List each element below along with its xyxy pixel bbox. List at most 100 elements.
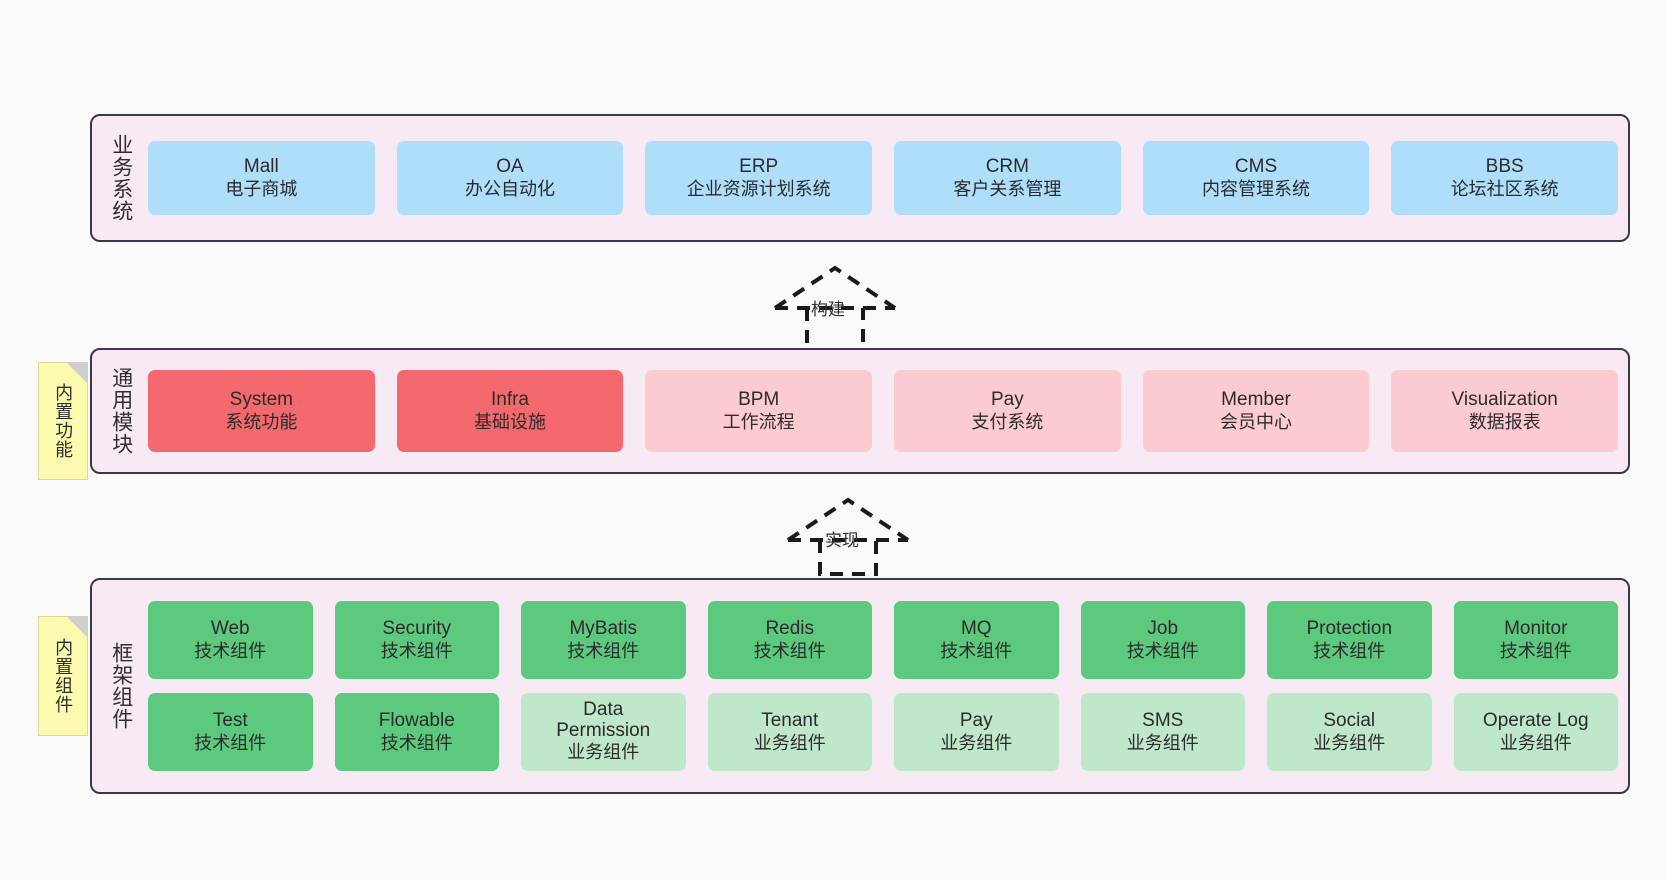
- framework-row-business: Test 技术组件 Flowable 技术组件 Data Permission …: [148, 693, 1618, 771]
- box-infra[interactable]: Infra 基础设施: [396, 370, 624, 452]
- note-builtin-component: 内置组件: [38, 616, 88, 736]
- box-infra-name: Infra: [490, 389, 530, 411]
- box-pay-module-desc: 支付系统: [971, 411, 1044, 432]
- box-mall-name: Mall: [243, 156, 279, 178]
- box-web[interactable]: Web 技术组件: [148, 601, 313, 679]
- box-member-desc: 会员中心: [1220, 411, 1293, 432]
- box-data-permission[interactable]: Data Permission 业务组件: [521, 693, 686, 771]
- box-job-desc: 技术组件: [1126, 640, 1199, 661]
- box-operate-log[interactable]: Operate Log 业务组件: [1453, 693, 1618, 771]
- box-bpm-desc: 工作流程: [722, 411, 795, 432]
- business-systems-row: Mall 电子商城 OA 办公自动化 ERP 企业资源计划系统 CRM 客户关系…: [148, 141, 1619, 215]
- note-builtin-function: 内置功能: [38, 362, 88, 480]
- box-system-name: System: [229, 389, 294, 411]
- box-test-name: Test: [212, 710, 248, 732]
- box-pay-component-desc: 业务组件: [940, 732, 1013, 753]
- box-bbs-name: BBS: [1485, 156, 1524, 178]
- box-mq-name: MQ: [960, 618, 992, 640]
- box-security-desc: 技术组件: [380, 640, 453, 661]
- box-data-permission-name: Data Permission: [556, 699, 651, 742]
- box-tenant-desc: 业务组件: [753, 732, 826, 753]
- box-flowable-name: Flowable: [378, 710, 455, 732]
- box-tenant[interactable]: Tenant 业务组件: [707, 693, 872, 771]
- box-mall[interactable]: Mall 电子商城: [148, 141, 375, 215]
- box-flowable-desc: 技术组件: [380, 732, 453, 753]
- box-pay-module[interactable]: Pay 支付系统: [894, 370, 1121, 452]
- box-bpm[interactable]: BPM 工作流程: [645, 370, 873, 452]
- box-test-desc: 技术组件: [194, 732, 267, 753]
- box-operate-log-desc: 业务组件: [1499, 732, 1572, 753]
- box-redis[interactable]: Redis 技术组件: [707, 601, 872, 679]
- box-protection-desc: 技术组件: [1313, 640, 1386, 661]
- box-bbs-desc: 论坛社区系统: [1450, 178, 1559, 199]
- box-tenant-name: Tenant: [761, 710, 819, 732]
- layer-body-business-systems: Mall 电子商城 OA 办公自动化 ERP 企业资源计划系统 CRM 客户关系…: [144, 116, 1628, 240]
- box-mall-desc: 电子商城: [225, 178, 298, 199]
- box-monitor-desc: 技术组件: [1499, 640, 1572, 661]
- box-social[interactable]: Social 业务组件: [1267, 693, 1432, 771]
- box-mq-desc: 技术组件: [940, 640, 1013, 661]
- layer-common-modules: 通用模块 System 系统功能 Infra 基础设施 BPM 工作流程 Pay: [90, 348, 1630, 474]
- layer-title-common-modules: 通用模块: [109, 367, 133, 455]
- box-bbs[interactable]: BBS 论坛社区系统: [1391, 141, 1619, 215]
- box-web-name: Web: [210, 618, 250, 640]
- layer-framework-components: 框架组件 Web 技术组件 Security 技术组件 MyBatis 技术组件…: [90, 578, 1630, 794]
- box-crm[interactable]: CRM 客户关系管理: [894, 141, 1121, 215]
- layer-body-common-modules: System 系统功能 Infra 基础设施 BPM 工作流程 Pay 支付系统…: [144, 350, 1628, 472]
- box-test[interactable]: Test 技术组件: [148, 693, 313, 771]
- box-member[interactable]: Member 会员中心: [1142, 370, 1370, 452]
- box-visualization-name: Visualization: [1451, 389, 1558, 411]
- box-security-name: Security: [382, 618, 452, 640]
- box-erp[interactable]: ERP 企业资源计划系统: [645, 141, 873, 215]
- box-oa-desc: 办公自动化: [465, 178, 555, 199]
- box-web-desc: 技术组件: [194, 640, 267, 661]
- box-visualization[interactable]: Visualization 数据报表: [1391, 370, 1619, 452]
- box-bpm-name: BPM: [738, 389, 780, 411]
- box-protection[interactable]: Protection 技术组件: [1267, 601, 1432, 679]
- box-sms-name: SMS: [1142, 710, 1184, 732]
- box-oa-name: OA: [496, 156, 524, 178]
- box-cms[interactable]: CMS 内容管理系统: [1142, 141, 1370, 215]
- box-mybatis-name: MyBatis: [569, 618, 638, 640]
- box-visualization-desc: 数据报表: [1468, 411, 1541, 432]
- note-fold-corner-icon: [66, 362, 88, 384]
- box-redis-name: Redis: [765, 618, 815, 640]
- box-infra-desc: 基础设施: [474, 411, 546, 432]
- box-cms-desc: 内容管理系统: [1202, 178, 1311, 199]
- box-erp-name: ERP: [739, 156, 779, 178]
- box-system[interactable]: System 系统功能: [148, 370, 375, 452]
- connector-implement-label: 实现: [825, 531, 859, 550]
- note-fold-corner-icon-2: [66, 616, 88, 638]
- box-sms[interactable]: SMS 业务组件: [1080, 693, 1245, 771]
- box-system-desc: 系统功能: [225, 411, 298, 432]
- box-job-name: Job: [1147, 618, 1179, 640]
- box-pay-component[interactable]: Pay 业务组件: [894, 693, 1059, 771]
- box-monitor[interactable]: Monitor 技术组件: [1453, 601, 1618, 679]
- box-member-name: Member: [1221, 389, 1291, 411]
- box-pay-component-name: Pay: [959, 710, 993, 732]
- box-sms-desc: 业务组件: [1126, 732, 1199, 753]
- box-mq[interactable]: MQ 技术组件: [894, 601, 1059, 679]
- box-security[interactable]: Security 技术组件: [334, 601, 499, 679]
- box-crm-name: CRM: [985, 156, 1029, 178]
- layer-body-framework-components: Web 技术组件 Security 技术组件 MyBatis 技术组件 Redi…: [144, 580, 1628, 792]
- box-social-name: Social: [1323, 710, 1376, 732]
- box-job[interactable]: Job 技术组件: [1080, 601, 1245, 679]
- box-crm-desc: 客户关系管理: [953, 178, 1062, 199]
- box-oa[interactable]: OA 办公自动化: [396, 141, 624, 215]
- layer-title-framework-components: 框架组件: [109, 642, 133, 730]
- connector-build-label: 构建: [811, 300, 845, 319]
- common-modules-row: System 系统功能 Infra 基础设施 BPM 工作流程 Pay 支付系统…: [148, 370, 1619, 452]
- note-builtin-component-label: 内置组件: [53, 638, 74, 714]
- box-data-permission-desc: 业务组件: [567, 741, 640, 762]
- box-flowable[interactable]: Flowable 技术组件: [334, 693, 499, 771]
- box-social-desc: 业务组件: [1313, 732, 1386, 753]
- framework-row-technical: Web 技术组件 Security 技术组件 MyBatis 技术组件 Redi…: [148, 601, 1618, 679]
- box-redis-desc: 技术组件: [753, 640, 826, 661]
- box-cms-name: CMS: [1234, 156, 1278, 178]
- box-mybatis[interactable]: MyBatis 技术组件: [521, 601, 686, 679]
- connector-implement-arrow: [786, 497, 910, 576]
- box-erp-desc: 企业资源计划系统: [686, 178, 831, 199]
- box-monitor-name: Monitor: [1504, 618, 1568, 640]
